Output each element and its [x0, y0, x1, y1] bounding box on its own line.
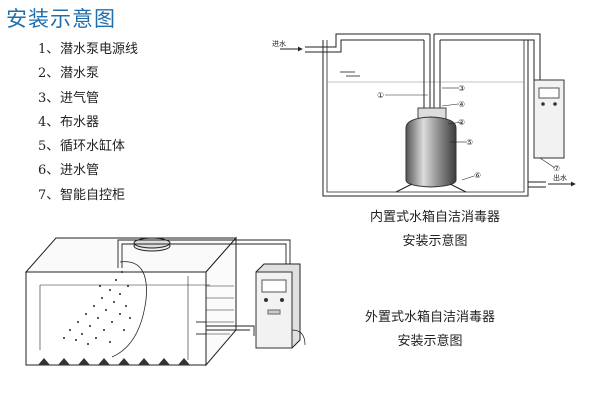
legend-item: 1、潜水泵电源线: [38, 42, 139, 57]
legend-list: 1、潜水泵电源线 2、潜水泵 3、进气管 4、布水器 5、循环水缸体 6、进水管…: [38, 38, 138, 208]
callouts: ① ② ③ ④ ⑤ ⑥ ⑦: [377, 84, 560, 180]
callout-5: ⑤: [466, 138, 473, 147]
inlet-label: 进水: [272, 39, 286, 48]
legend-item: 5、循环水缸体: [38, 139, 126, 155]
page-title: 安装示意图: [6, 7, 116, 31]
external-diagram: [24, 236, 306, 367]
internal-caption-line2: 安装示意图: [402, 234, 468, 249]
inlet-pipe: [305, 33, 430, 48]
external-caption-line2: 安装示意图: [397, 334, 463, 349]
circulation-cylinder: [405, 116, 457, 188]
callout-2: ②: [458, 118, 465, 127]
legend-item: 7、智能自控柜: [38, 187, 126, 203]
external-caption-line1: 外置式水箱自洁消毒器: [364, 310, 495, 325]
callout-3: ③: [458, 84, 465, 93]
callout-4: ④: [458, 100, 465, 109]
callout-7: ⑦: [553, 164, 560, 173]
internal-diagram: [280, 33, 576, 197]
bubbles: [63, 271, 131, 345]
water-tank: [322, 40, 529, 197]
external-return-pipe: [206, 325, 255, 336]
legend-item: 2、潜水泵: [38, 66, 100, 82]
internal-caption-line1: 内置式水箱自洁消毒器: [369, 210, 500, 225]
external-tank: [24, 237, 238, 273]
external-supply-pipe: [117, 239, 291, 272]
legend-item: 4、布水器: [38, 114, 100, 130]
callout-1: ①: [377, 91, 384, 100]
legend-item: 3、进气管: [38, 90, 100, 106]
legend-item: 6、进水管: [38, 163, 100, 179]
outlet-label: 出水: [553, 173, 567, 182]
callout-6: ⑥: [474, 171, 481, 180]
